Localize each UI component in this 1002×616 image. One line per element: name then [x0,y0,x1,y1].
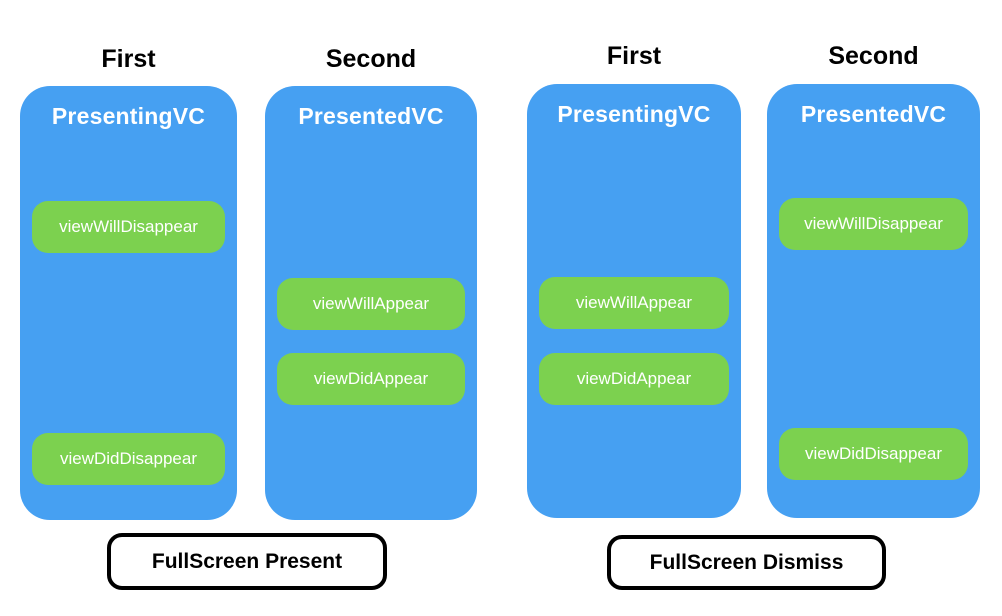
lifecycle-event-pill: viewWillAppear [277,278,465,330]
present-second-header: Second [325,45,417,73]
lifecycle-event-pill: viewWillAppear [539,277,729,329]
present-first-header: First [101,45,156,73]
lifecycle-event-pill: viewDidDisappear [779,428,968,480]
card-title: PresentingVC [51,103,206,129]
dismiss-presented-vc-card: PresentedVC viewWillDisappear viewDidDis… [767,84,980,518]
lifecycle-event-pill: viewWillDisappear [779,198,968,250]
lifecycle-event-pill: viewDidAppear [277,353,465,405]
present-presented-vc-card: PresentedVC viewWillAppear viewDidAppear [265,86,477,520]
lifecycle-event-pill: viewWillDisappear [32,201,225,253]
fullscreen-dismiss-caption: FullScreen Dismiss [607,535,886,590]
dismiss-first-header: First [606,42,662,70]
dismiss-presenting-vc-card: PresentingVC viewWillAppear viewDidAppea… [527,84,741,518]
card-title: PresentingVC [557,101,711,127]
card-title: PresentedVC [800,101,947,127]
lifecycle-event-pill: viewDidAppear [539,353,729,405]
card-title: PresentedVC [298,103,444,129]
present-presenting-vc-card: PresentingVC viewWillDisappear viewDidDi… [20,86,237,520]
dismiss-second-header: Second [828,42,919,70]
fullscreen-present-caption: FullScreen Present [107,533,387,590]
lifecycle-event-pill: viewDidDisappear [32,433,225,485]
